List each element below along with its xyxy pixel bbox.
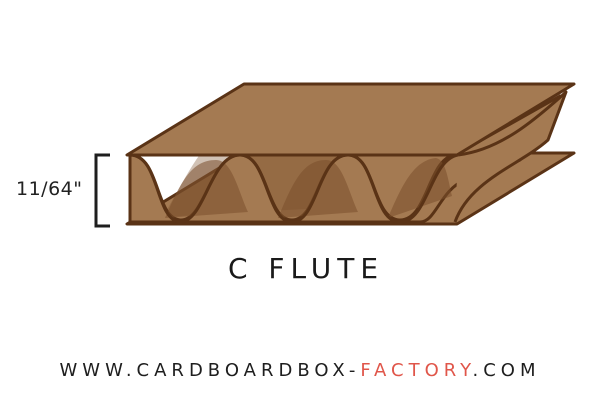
dimension-bracket: [94, 153, 110, 228]
dimension-label: 11/64": [16, 178, 83, 200]
url-highlight: FACTORY: [360, 360, 473, 381]
diagram-title: C FLUTE: [227, 252, 385, 285]
flute-right-end: [453, 90, 568, 223]
flute-wave-outline: [129, 153, 459, 224]
url-suffix: .COM: [472, 360, 541, 381]
website-url[interactable]: WWW.CARDBOARDBOX-FACTORY.COM: [0, 360, 600, 381]
url-prefix: WWW.CARDBOARDBOX-: [59, 360, 361, 381]
